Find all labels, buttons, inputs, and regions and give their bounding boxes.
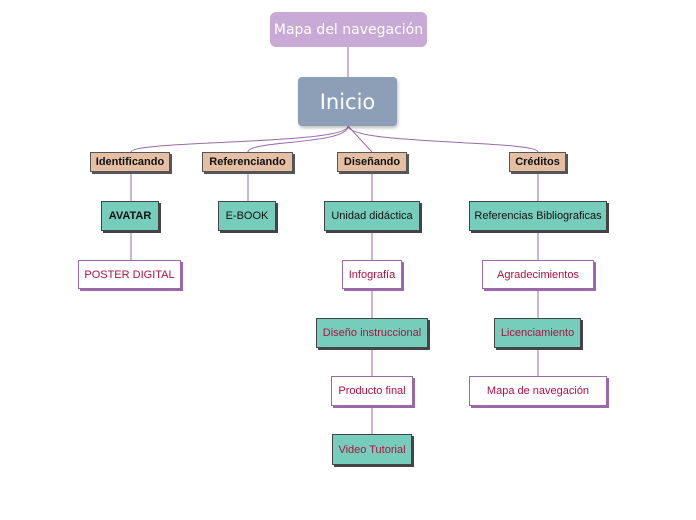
node-infografia[interactable]: Infografía <box>342 260 402 289</box>
node-ebook[interactable]: E-BOOK <box>218 201 276 231</box>
category-identificando[interactable]: Identificando <box>90 152 170 172</box>
node-avatar[interactable]: AVATAR <box>101 201 159 231</box>
connector-line <box>247 125 349 153</box>
connector-line <box>130 125 349 153</box>
node-producto-final[interactable]: Producto final <box>331 376 413 406</box>
node-poster-digital[interactable]: POSTER DIGITAL <box>78 260 181 289</box>
connector-line <box>347 125 539 153</box>
category-disenando[interactable]: Diseñando <box>337 152 407 172</box>
category-referenciando[interactable]: Referenciando <box>202 152 293 172</box>
category-creditos[interactable]: Créditos <box>509 152 566 172</box>
root-node-inicio[interactable]: Inicio <box>298 77 397 126</box>
node-agradecimientos[interactable]: Agradecimientos <box>482 260 594 289</box>
node-diseno-instruccional[interactable]: Diseño instruccional <box>316 318 428 348</box>
node-licenciamiento[interactable]: Licenciamiento <box>494 318 581 348</box>
node-mapa-de-navegacion[interactable]: Mapa de navegación <box>469 376 607 406</box>
node-video-tutorial[interactable]: Video Tutorial <box>332 434 412 465</box>
node-unidad-didactica[interactable]: Unidad didáctica <box>324 201 420 231</box>
map-title: Mapa del navegación <box>270 12 427 47</box>
node-referencias-bibliograficas[interactable]: Referencias Bibliograficas <box>469 201 607 231</box>
